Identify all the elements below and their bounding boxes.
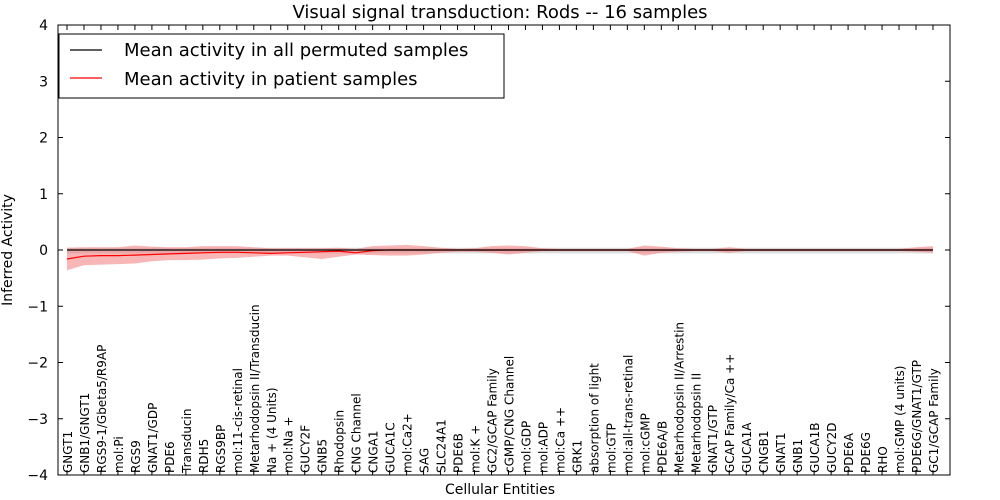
x-tick-label: GNB1/GNGT1 <box>78 393 92 473</box>
x-tick-label: RGS9 <box>129 440 143 473</box>
confidence-bands <box>67 244 933 271</box>
legend: Mean activity in all permuted samples Me… <box>58 33 505 99</box>
y-tick-label: −3 <box>27 412 48 428</box>
x-tick-label: GUCY2D <box>825 423 839 473</box>
x-tick-label: GC1/GCAP Family <box>927 368 941 473</box>
x-tick-label: CNGA1 <box>367 431 381 474</box>
y-axis: −4 −3 −2 −1 0 1 2 3 4 <box>27 18 950 484</box>
x-tick-label: mol:ADP <box>536 422 550 473</box>
y-tick-label: 2 <box>39 131 48 147</box>
x-tick-label: Metarhodopsin II <box>689 373 703 473</box>
legend-label-patient: Mean activity in patient samples <box>124 69 418 90</box>
x-tick-label: GNAT1 <box>774 432 788 473</box>
x-tick-label: PDE6A/B <box>655 421 669 473</box>
x-tick-label: Metarhodopsin II/Transducin <box>248 304 262 473</box>
y-tick-label: −1 <box>27 299 48 315</box>
x-tick-label: mol:cGMP <box>638 413 652 473</box>
x-tick-label: GNAT1/GTP <box>706 405 720 473</box>
x-tick-label: SAG <box>418 448 432 473</box>
chart-title: Visual signal transduction: Rods -- 16 s… <box>292 2 707 23</box>
series-lines <box>66 249 933 260</box>
y-tick-label: 4 <box>39 18 48 34</box>
y-tick-label: −2 <box>27 356 48 372</box>
x-tick-label: absorption of light <box>587 363 601 473</box>
x-tick-label: PDE6A <box>842 432 856 473</box>
x-tick-label: cGMP/CNG Channel <box>502 356 516 473</box>
x-tick-label: Transducin <box>180 409 194 474</box>
x-tick-label: RGS9-1/Gbeta5/R9AP <box>95 345 109 473</box>
x-tick-label: PDE6B <box>452 433 466 473</box>
x-tick-label: RHO <box>876 446 890 473</box>
legend-label-permuted: Mean activity in all permuted samples <box>124 40 468 61</box>
x-tick-label: GUCA1A <box>740 422 754 473</box>
y-tick-label: −4 <box>27 468 48 484</box>
x-tick-label: mol:Ca2+ <box>401 413 415 473</box>
x-tick-label: GNB5 <box>316 439 330 473</box>
x-tick-label: GUCA1B <box>808 422 822 473</box>
x-tick-label: mol:Ca ++ <box>553 407 567 473</box>
x-tick-label: Na + (4 Units) <box>265 387 279 473</box>
x-tick-label: GNAT1/GDP <box>146 403 160 473</box>
y-tick-label: 3 <box>39 74 48 90</box>
x-tick-label: GCAP Family/Ca ++ <box>723 354 737 473</box>
x-tick-label: mol:K + <box>469 425 483 473</box>
x-tick-label: Rhodopsin <box>333 410 347 473</box>
x-tick-label: mol:Na + <box>282 416 296 473</box>
x-tick-label: PDE6G/GNAT1/GTP <box>910 360 924 473</box>
y-axis-label: Inferred Activity <box>0 194 16 306</box>
y-tick-label: 1 <box>39 187 48 203</box>
legend-box <box>58 33 505 99</box>
x-tick-label: mol:all-trans-retinal <box>621 355 635 473</box>
x-tick-label: mol:GTP <box>604 423 618 473</box>
x-tick-label: PDE6 <box>163 441 177 473</box>
x-tick-label: GRK1 <box>570 440 584 473</box>
x-tick-label: GNB1 <box>791 439 805 473</box>
x-tick-label: mol:11-cis-retinal <box>231 368 245 473</box>
x-tick-label: PDE6G <box>859 432 873 473</box>
x-axis-label: Cellular Entities <box>445 482 555 498</box>
x-tick-label: RGS9BP <box>214 425 228 473</box>
x-tick-label: CNG Channel <box>350 393 364 473</box>
x-tick-label: RDH5 <box>197 439 211 473</box>
x-tick-label: Metarhodopsin II/Arrestin <box>672 322 686 473</box>
x-tick-label: GUCA1C <box>384 422 398 473</box>
x-tick-label: mol:Pi <box>112 436 126 473</box>
patient-band <box>67 244 933 271</box>
y-tick-label: 0 <box>39 243 48 259</box>
x-tick-label: mol:GMP (4 units) <box>893 366 907 473</box>
x-tick-label: SLC24A1 <box>435 419 449 473</box>
x-tick-label: GUCY2F <box>299 425 313 473</box>
x-tick-label: GC2/GCAP Family <box>486 368 500 473</box>
x-tick-label: GNGT1 <box>61 431 75 473</box>
x-tick-label: CNGB1 <box>757 430 771 473</box>
x-tick-label: mol:GDP <box>519 421 533 473</box>
